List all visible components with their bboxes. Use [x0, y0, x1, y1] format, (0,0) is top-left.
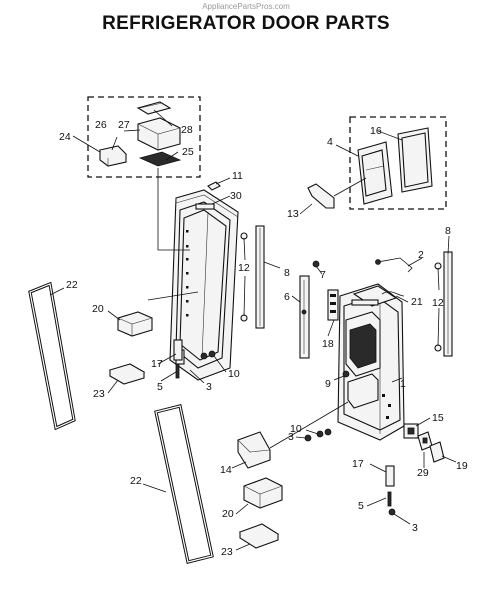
watermark: AppliancePartsPros.com — [202, 2, 290, 11]
callout-13: 13 — [287, 208, 299, 220]
callout-2: 2 — [418, 249, 424, 261]
right-dispenser-group-box — [349, 116, 447, 210]
part-21-wire-harness[interactable] — [381, 291, 405, 297]
part-22-door-gasket-upper[interactable] — [28, 281, 76, 431]
part-4-dispenser-cover[interactable] — [357, 141, 393, 205]
part-10-screws-left[interactable] — [200, 350, 216, 360]
part-20-door-bin-lower[interactable] — [243, 477, 283, 509]
left-accessory-group-box — [87, 96, 201, 178]
part-28-cover[interactable] — [136, 101, 172, 115]
part-2-cable[interactable] — [375, 257, 413, 273]
part-5-screw-right[interactable] — [387, 491, 392, 507]
part-16-dispenser-panel[interactable] — [397, 127, 433, 193]
callout-30: 30 — [230, 190, 242, 202]
callout-10-right: 10 — [290, 423, 302, 435]
callout-29: 29 — [417, 467, 429, 479]
part-8-door-gasket-strip-left[interactable] — [255, 225, 265, 329]
part-1-door-assembly[interactable] — [337, 283, 405, 441]
callout-6: 6 — [284, 291, 290, 303]
callout-5-left: 5 — [157, 381, 163, 393]
callout-3-left: 3 — [206, 381, 212, 393]
part-10-screws-right[interactable] — [316, 428, 332, 438]
callout-5-right: 5 — [358, 500, 364, 512]
callout-17-right: 17 — [352, 458, 364, 470]
part-26-bracket[interactable] — [98, 145, 128, 167]
callout-26: 26 — [95, 119, 107, 131]
callout-8-right: 8 — [445, 225, 451, 237]
callout-22-upper: 22 — [66, 279, 78, 291]
part-20-door-bin-upper-left[interactable] — [117, 311, 153, 337]
callout-4: 4 — [327, 136, 333, 148]
callout-14: 14 — [220, 464, 232, 476]
part-3-screw-lower[interactable] — [388, 508, 396, 516]
part-5-screw-left[interactable] — [175, 363, 180, 379]
part-23-bin-base-lower[interactable] — [238, 523, 280, 549]
callout-23-upper: 23 — [93, 388, 105, 400]
callout-20-lower: 20 — [222, 508, 234, 520]
callout-21: 21 — [411, 296, 423, 308]
part-15-dispenser-button[interactable] — [403, 423, 419, 439]
callout-23-lower: 23 — [221, 546, 233, 558]
part-19-cap[interactable] — [429, 441, 445, 463]
callout-25: 25 — [182, 146, 194, 158]
part-23-bin-base-upper-left[interactable] — [108, 363, 146, 385]
callout-27: 27 — [118, 119, 130, 131]
page-title: REFRIGERATOR DOOR PARTS — [102, 13, 390, 34]
callout-11: 11 — [232, 170, 243, 182]
part-27-housing[interactable] — [137, 117, 181, 151]
callout-8-left: 8 — [284, 267, 290, 279]
part-25-pad[interactable] — [138, 151, 182, 167]
part-13-handle-trim[interactable] — [307, 183, 335, 209]
callout-7: 7 — [320, 269, 326, 281]
part-17-hinge-right[interactable] — [385, 465, 395, 487]
callout-19: 19 — [456, 460, 468, 472]
callout-17-left: 17 — [151, 358, 163, 370]
callout-24: 24 — [59, 131, 71, 143]
callout-3-middle: 3 — [288, 431, 294, 443]
callout-15: 15 — [432, 412, 444, 424]
part-14-door-bin-right[interactable] — [237, 431, 271, 469]
part-9-screw[interactable] — [342, 370, 350, 378]
callout-3-lower: 3 — [412, 522, 418, 534]
part-6-door-stop-rail[interactable] — [299, 275, 310, 359]
callout-28: 28 — [181, 124, 193, 136]
part-18-control-board[interactable] — [327, 289, 339, 321]
part-22-door-gasket-lower[interactable] — [154, 404, 214, 564]
callout-16: 16 — [370, 125, 382, 137]
part-17-hinge-left[interactable] — [173, 339, 183, 361]
callout-22-lower: 22 — [130, 475, 142, 487]
callout-18: 18 — [322, 338, 334, 350]
callout-9: 9 — [325, 378, 331, 390]
callout-20-upper: 20 — [92, 303, 104, 315]
part-30-door-liner[interactable] — [169, 189, 239, 381]
part-7-screw[interactable] — [312, 260, 320, 268]
callout-12-left: 12 — [238, 262, 250, 274]
part-8-door-gasket-strip-right[interactable] — [443, 251, 453, 357]
callout-12-right: 12 — [432, 297, 444, 309]
callout-1: 1 — [400, 378, 406, 390]
callout-10-left: 10 — [228, 368, 240, 380]
